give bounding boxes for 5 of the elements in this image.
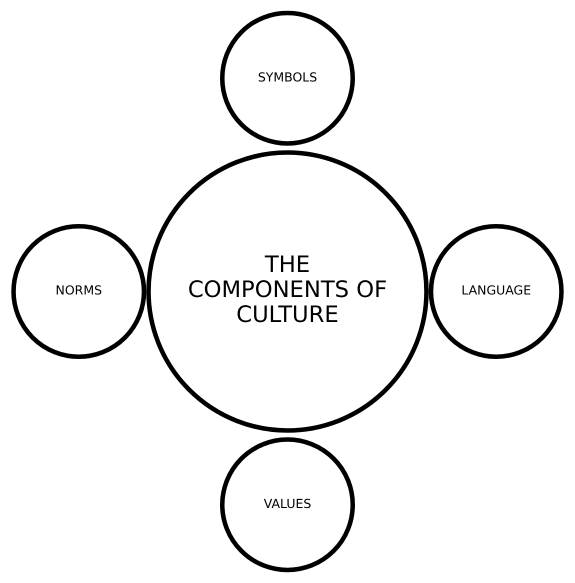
node-circle: LANGUAGE bbox=[428, 224, 564, 359]
node-circle: THE COMPONENTS OF CULTURE bbox=[146, 150, 429, 433]
node-circle: SYMBOLS bbox=[220, 10, 355, 146]
node-circle: VALUES bbox=[220, 437, 355, 572]
node-circle: NORMS bbox=[11, 224, 146, 359]
